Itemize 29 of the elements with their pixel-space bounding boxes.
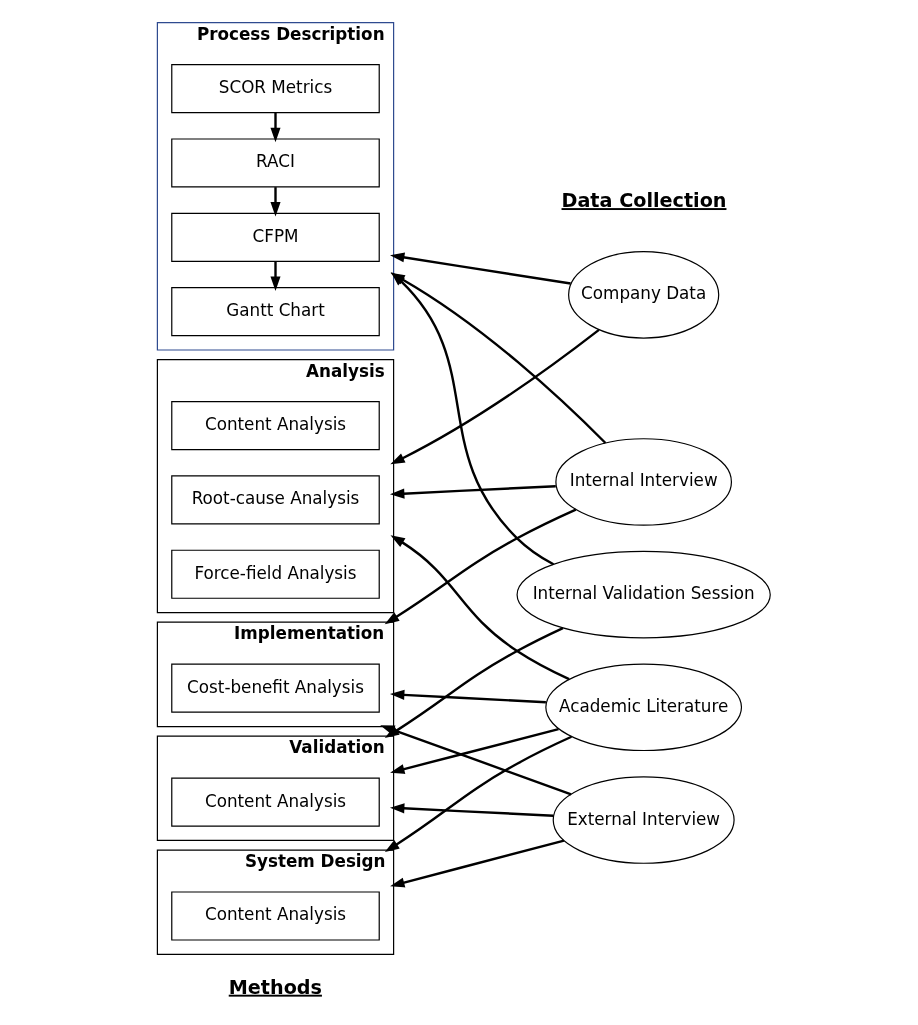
arrow [384, 508, 577, 625]
arrow [270, 112, 281, 143]
label: Methods [228, 975, 322, 999]
node-box: CFPM [171, 212, 380, 262]
node-box: SCOR Metrics [171, 64, 380, 114]
node-ellipse: Internal Interview [555, 438, 732, 526]
node-box: Root-cause Analysis [171, 475, 380, 525]
node-box: Content Analysis [171, 777, 380, 827]
arrow [390, 727, 559, 774]
arrow [384, 735, 572, 852]
arrow [390, 689, 546, 704]
node-ellipse: Academic Literature [545, 663, 743, 752]
node-box: Content Analysis [171, 891, 380, 941]
arrow [390, 535, 570, 681]
node-ellipse: Company Data [568, 251, 720, 339]
label: Data Collection [561, 189, 727, 213]
node-box: Cost-benefit Analysis [171, 663, 380, 713]
arrow [270, 187, 281, 217]
node-box: Content Analysis [171, 400, 380, 451]
arrow [390, 328, 600, 465]
arrow [389, 485, 556, 499]
node-box: RACI [171, 138, 380, 188]
node-ellipse: Internal Validation Session [516, 550, 771, 639]
arrow [389, 803, 554, 817]
node-ellipse: External Interview [552, 776, 735, 864]
node-box: Gantt Chart [171, 287, 380, 337]
arrow [390, 839, 565, 888]
node-box: Force-field Analysis [171, 549, 380, 599]
arrow [270, 261, 281, 291]
